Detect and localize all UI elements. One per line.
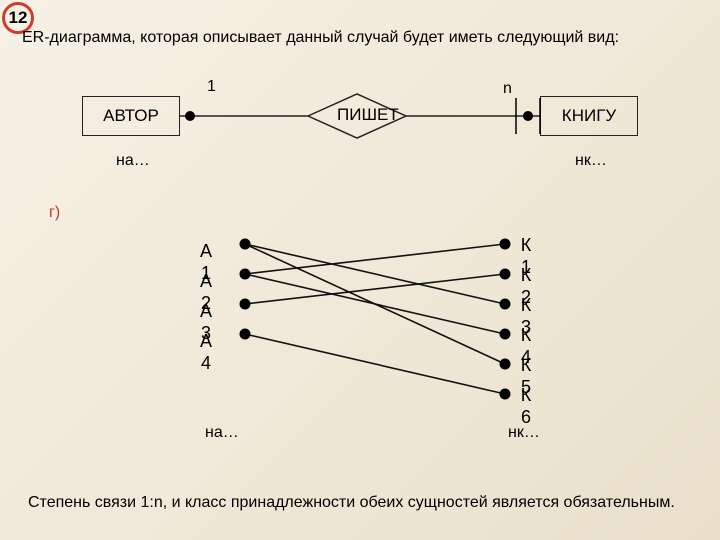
mapping-note-right: нк… [508, 424, 540, 441]
right-node-dot-k1 [499, 238, 511, 250]
right-node-label-k2: К 2 [520, 265, 532, 307]
left-node-label-a2: А 2 [199, 271, 212, 313]
link-a2-k1 [244, 243, 506, 275]
heading-text: ER-диаграмма, которая описывает данный с… [22, 29, 620, 46]
right-node-label-k4: К 4 [520, 325, 532, 367]
left-node-dot-a4 [239, 328, 251, 340]
note-book: нк… [575, 152, 607, 169]
left-node-dot-a1 [239, 238, 251, 250]
slide-number-badge: 12 [2, 2, 34, 34]
left-node-label-a1: А 1 [199, 241, 212, 283]
right-node-label-k5: К 5 [520, 355, 532, 397]
link-a4-k6 [244, 333, 506, 395]
link-a3-k2 [244, 273, 506, 305]
left-node-dot-a3 [239, 298, 251, 310]
right-node-dot-k5 [499, 358, 511, 370]
mandatory-dot-right [523, 111, 533, 121]
link-a1-k3 [244, 243, 506, 305]
mapping-note-left: на… [205, 424, 239, 441]
right-node-label-k1: К 1 [520, 235, 532, 277]
cardinality-one: 1 [207, 78, 216, 95]
right-node-label-k3: К 3 [520, 295, 532, 337]
left-node-label-a4: А 4 [199, 331, 212, 373]
variant-label: г) [49, 204, 61, 221]
entity-author: АВТОР [82, 96, 180, 136]
cardinality-many: n [503, 80, 512, 97]
right-node-label-k6: К 6 [520, 385, 532, 427]
mandatory-dot-left [185, 111, 195, 121]
left-node-dot-a2 [239, 268, 251, 280]
footer-text: Степень связи 1:n, и класс принадлежност… [28, 494, 675, 511]
right-node-dot-k2 [499, 268, 511, 280]
link-a2-k4 [244, 273, 506, 335]
relationship-diamond [306, 93, 408, 139]
right-node-dot-k4 [499, 328, 511, 340]
right-node-dot-k6 [499, 388, 511, 400]
left-node-label-a3: А 3 [199, 301, 212, 343]
right-node-dot-k3 [499, 298, 511, 310]
note-author: на… [116, 152, 150, 169]
